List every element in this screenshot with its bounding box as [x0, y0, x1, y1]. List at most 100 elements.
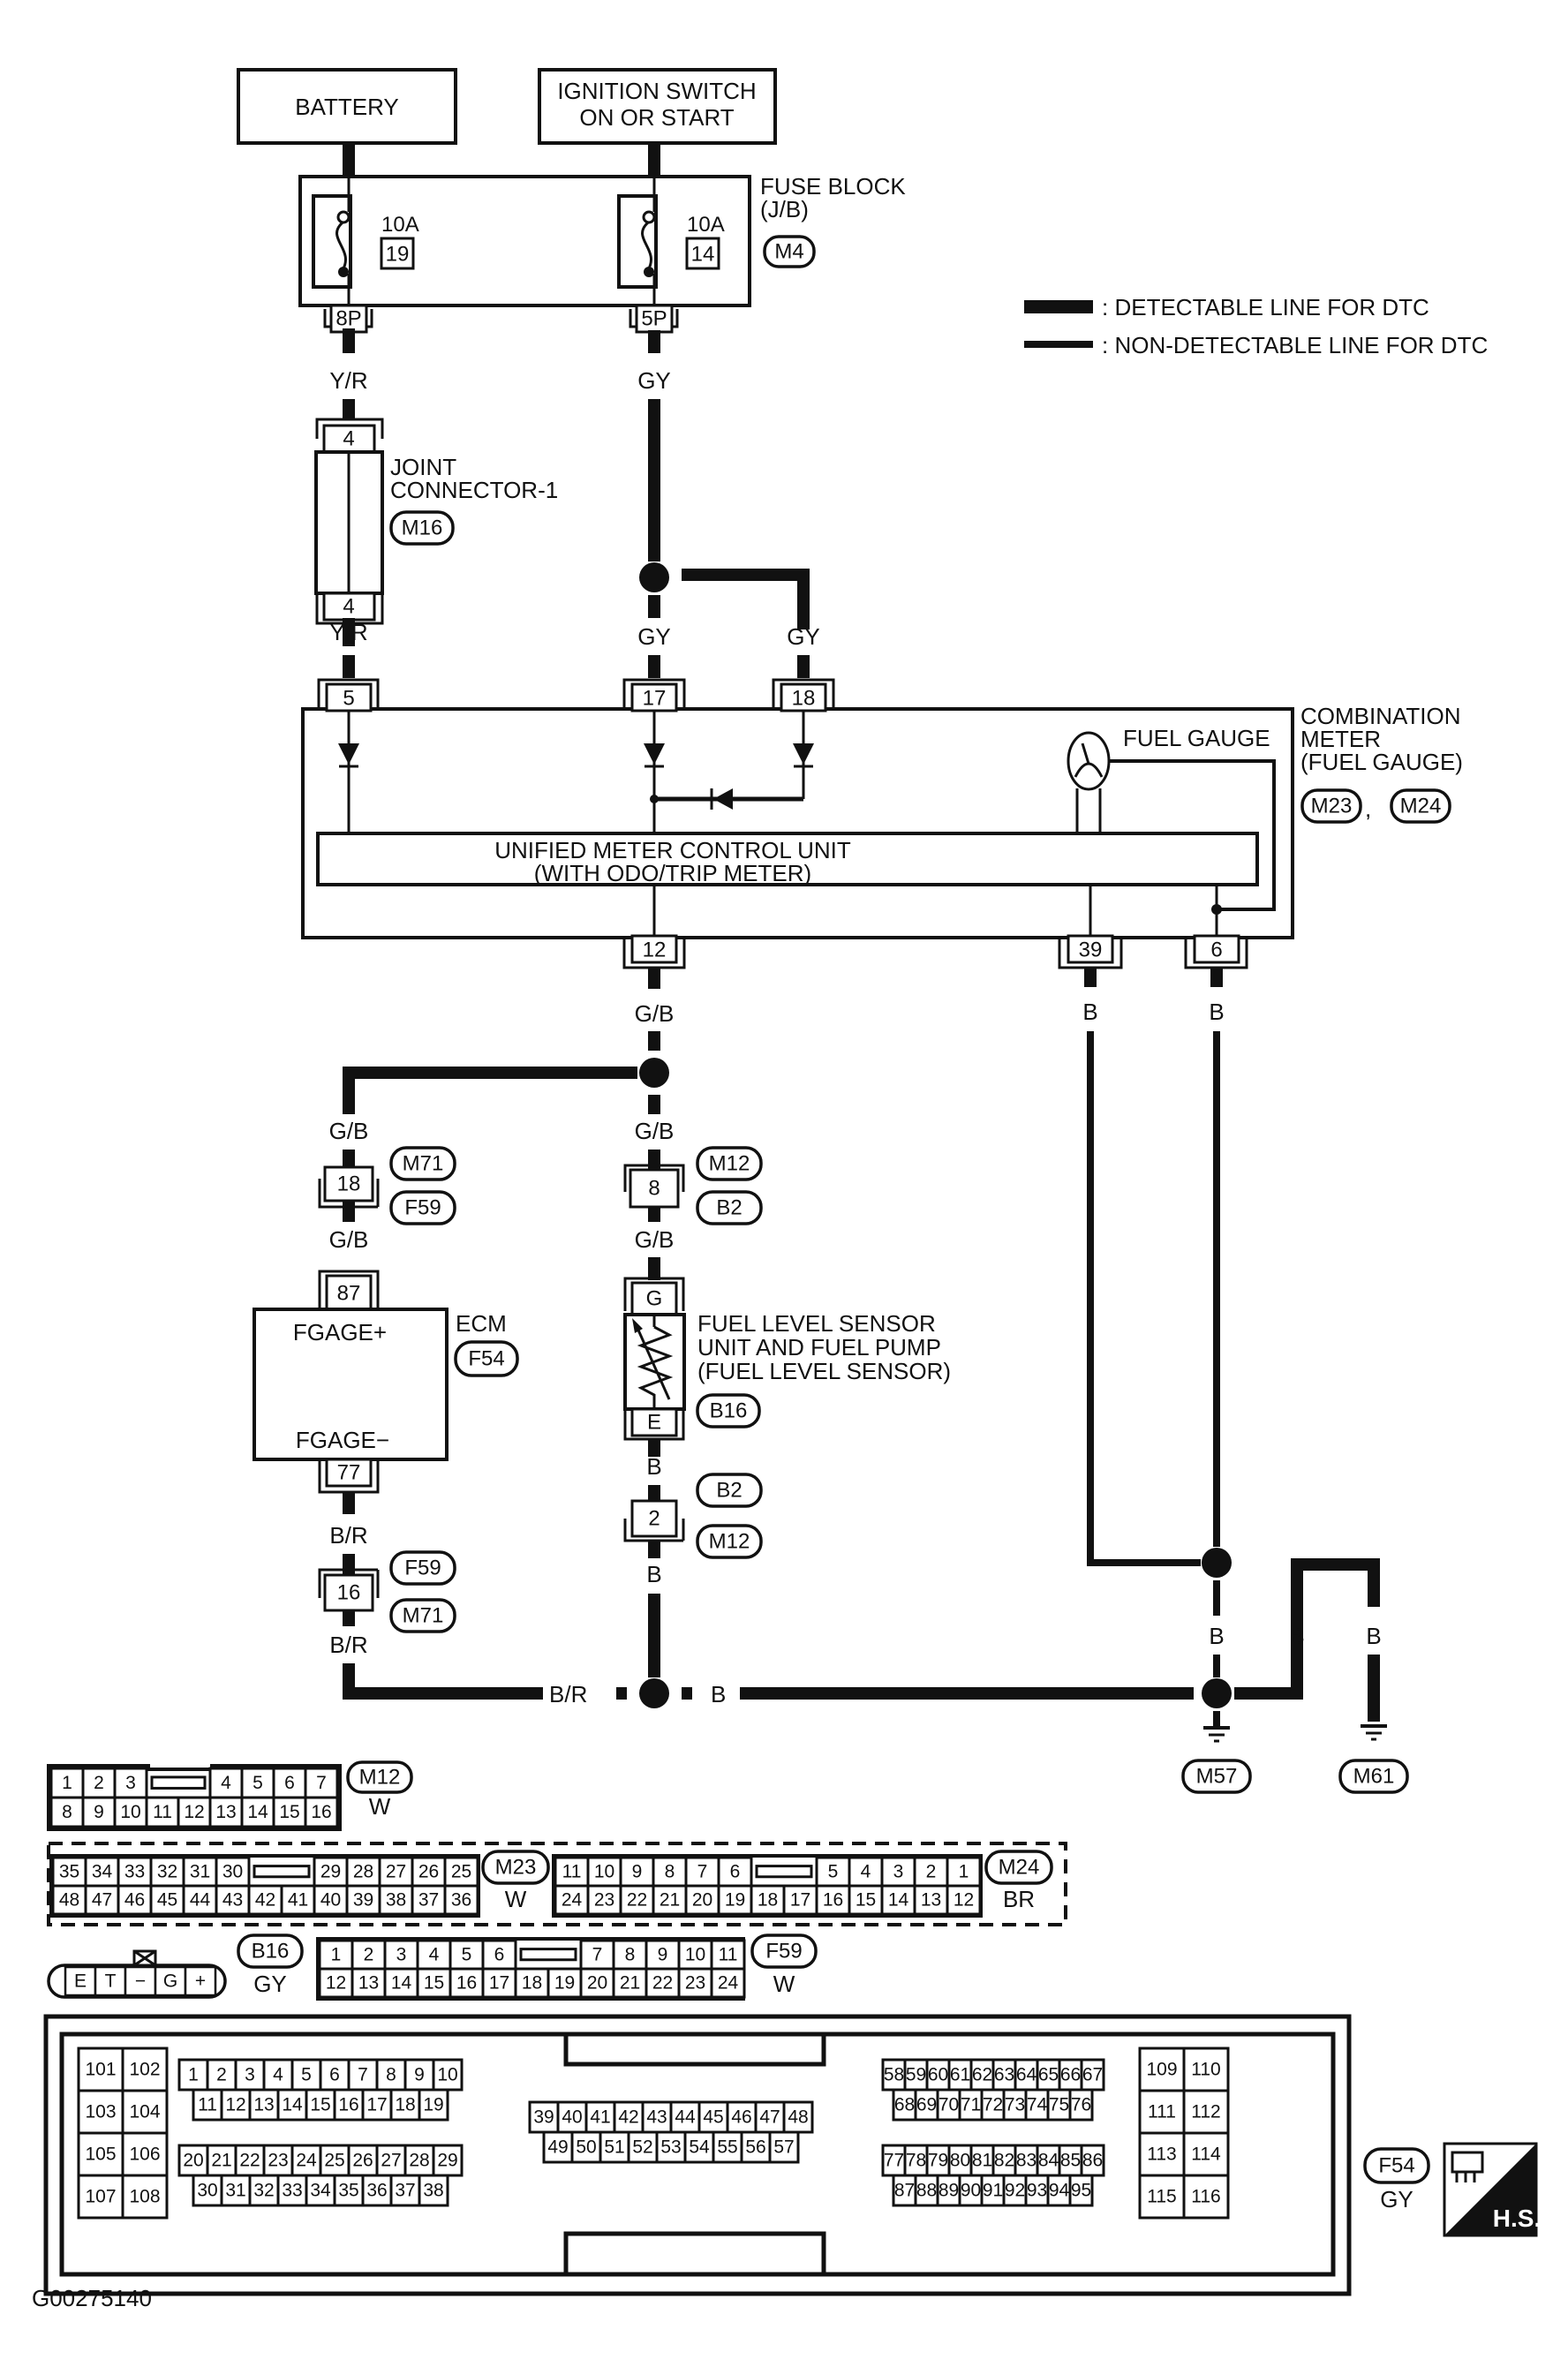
connector-badge-m12-a[interactable] — [696, 1146, 763, 1181]
pin-number: 2 — [926, 1862, 937, 1882]
pin-cell — [815, 1856, 851, 1888]
legend-detectable-swatch — [1024, 300, 1093, 313]
connector-badge-m24[interactable] — [1390, 788, 1451, 824]
pin-number: 91 — [983, 2181, 1003, 2201]
pin-cell — [389, 2174, 421, 2207]
pin-number: 41 — [590, 2107, 610, 2128]
connector-view-f54-color: GY — [1380, 2186, 1413, 2212]
pin-cell — [1002, 2174, 1028, 2207]
connector-badge-f59-a[interactable] — [389, 1190, 456, 1225]
connector-badge-m12-b-label: M12 — [709, 1530, 750, 1554]
pin-cell — [652, 1884, 688, 1916]
fuse-14-number: 14 — [691, 243, 715, 267]
connector-badge-f54-a[interactable] — [454, 1340, 519, 1377]
wire-b-39-b — [1087, 1031, 1201, 1566]
inline-connector-2 — [623, 1499, 685, 1542]
connector-badge-m71-a[interactable] — [389, 1146, 456, 1181]
pin-number: 36 — [451, 1890, 471, 1911]
connector-badge-m12-b[interactable] — [696, 1524, 763, 1559]
pin-number: 13 — [215, 1802, 236, 1822]
unified-meter-control-unit — [316, 832, 1259, 886]
ecm-fgage-plus: FGAGE+ — [293, 1319, 387, 1346]
ground-badge-m57[interactable] — [1181, 1759, 1252, 1794]
pin-number: 23 — [268, 2151, 288, 2171]
pin-cell — [418, 2174, 449, 2207]
wire-label-gb-4: G/B — [329, 1226, 369, 1253]
pin-number: 46 — [731, 2107, 751, 2128]
pin-cell — [652, 1856, 688, 1888]
pin-number: 8 — [665, 1862, 675, 1882]
connector-badge-m71-b[interactable] — [389, 1598, 456, 1633]
pin-number: 9 — [658, 1945, 668, 1965]
connector-badge-m23[interactable] — [1300, 788, 1362, 824]
fuse-block-title-1: FUSE BLOCK — [760, 173, 906, 200]
meter-pin-18-label: 18 — [792, 687, 816, 711]
pin-number: 56 — [745, 2137, 765, 2158]
pin-number: 9 — [414, 2065, 425, 2085]
pin-number: 78 — [906, 2151, 926, 2171]
inline-connector-16-pin: 16 — [337, 1581, 361, 1605]
pin-number: 106 — [129, 2145, 160, 2165]
joint-connector-1 — [314, 418, 384, 625]
pin-number: 28 — [409, 2151, 429, 2171]
ground-badge-m61[interactable] — [1338, 1759, 1409, 1794]
pin-number: 7 — [358, 2065, 368, 2085]
fuse-19-rating: 10A — [381, 213, 419, 237]
connector-badge-b2-a[interactable] — [696, 1190, 763, 1225]
connector-view-f54-badge[interactable] — [1363, 2147, 1430, 2184]
pin-number: 112 — [1191, 2102, 1220, 2122]
pin-cell — [980, 2088, 1006, 2122]
pin-number: 1 — [188, 2065, 199, 2085]
fuse-14-number-box — [685, 237, 720, 270]
wire-label-b-loop-2: B — [1366, 1623, 1381, 1649]
pin-cell — [683, 2130, 715, 2164]
pin-number: 32 — [253, 2181, 274, 2201]
pin-cell — [1138, 2131, 1186, 2177]
pin-cell — [1046, 2088, 1072, 2122]
connector-badge-f59-b-label: F59 — [404, 1557, 441, 1580]
pin-number: 3 — [893, 1862, 904, 1882]
pin-number: 1 — [331, 1945, 342, 1965]
wire-label-gy-3: GY — [787, 623, 820, 650]
connector-badge-f54-a-label: F54 — [468, 1347, 504, 1371]
pin-number: 76 — [1071, 2095, 1091, 2115]
pin-number: 114 — [1191, 2145, 1221, 2165]
pin-number: 52 — [632, 2137, 652, 2158]
pin-number: 10 — [437, 2065, 457, 2085]
pin-number: 44 — [675, 2107, 696, 2128]
connector-badge-b16-a[interactable] — [696, 1393, 761, 1428]
connector-badge-m4[interactable] — [763, 235, 816, 268]
pin-number: 105 — [85, 2145, 116, 2165]
connector-view-m12-badge[interactable] — [346, 1760, 413, 1794]
wire-br-stub — [616, 1687, 627, 1700]
pin-number: 12 — [326, 1973, 346, 1994]
pin-number: 111 — [1148, 2102, 1176, 2122]
connector-badge-f59-b[interactable] — [389, 1550, 456, 1586]
connector-badge-b2-b[interactable] — [696, 1473, 763, 1508]
pin-number: 23 — [594, 1890, 614, 1911]
joint-pin-top: 4 — [343, 427, 354, 451]
wire-label-b-2: B — [646, 1561, 661, 1587]
connector-view-b16-badge[interactable] — [237, 1934, 304, 1969]
pin-number: 7 — [316, 1773, 327, 1793]
pin-number: 88 — [916, 2181, 937, 2201]
pin-number: 3 — [125, 1773, 136, 1793]
pin-number: 18 — [522, 1973, 542, 1994]
connector-view-m23-badge[interactable] — [481, 1850, 550, 1885]
f54-inner-frame — [59, 2032, 1336, 2277]
pin-number: 18 — [758, 1890, 778, 1911]
pin-number: 24 — [718, 1973, 739, 1994]
pin-cell — [710, 1967, 746, 1999]
connector-view-f59-badge[interactable] — [750, 1934, 818, 1969]
pin-cell — [347, 2058, 379, 2092]
pin-label: G — [163, 1971, 177, 1992]
connector-view-m24-badge[interactable] — [984, 1850, 1053, 1885]
pin-cell — [403, 2058, 435, 2092]
pin-number: 16 — [823, 1890, 843, 1911]
connector-badge-m16[interactable] — [389, 510, 455, 546]
pin-number: 39 — [533, 2107, 554, 2128]
pin-number: 13 — [253, 2095, 274, 2115]
pin-number: 62 — [972, 2065, 992, 2085]
fuse-block-box — [298, 175, 751, 307]
pin-number: 82 — [994, 2151, 1014, 2171]
